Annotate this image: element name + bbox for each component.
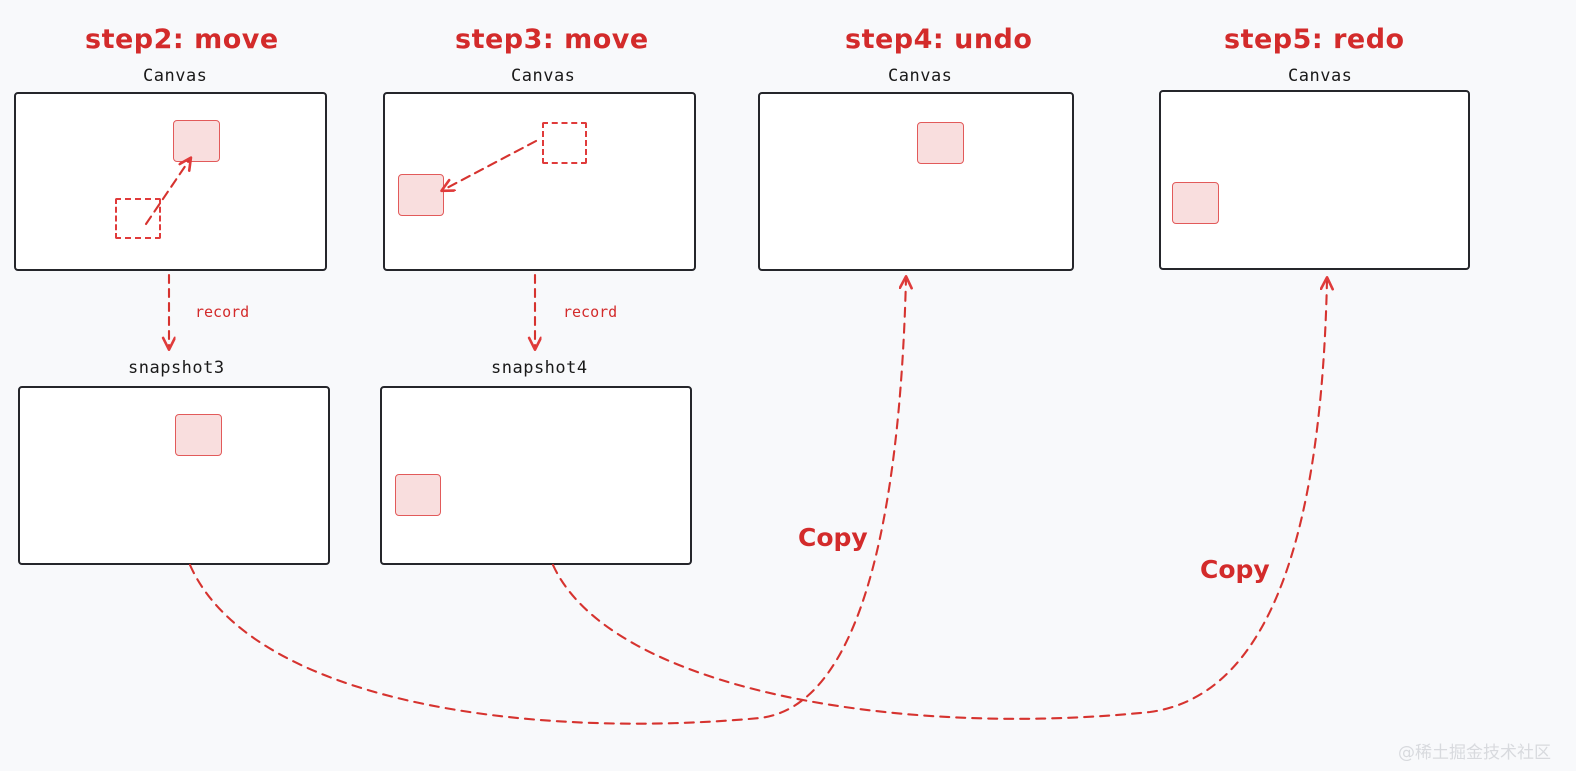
snapshot4-label: snapshot4 <box>491 358 588 378</box>
step4-shape-restored[interactable] <box>917 122 964 164</box>
snapshot3-shape[interactable] <box>175 414 222 456</box>
step2-shape-current[interactable] <box>173 120 220 162</box>
step5-canvas-frame[interactable] <box>1159 90 1470 270</box>
snapshot4-frame[interactable] <box>380 386 692 565</box>
step4-canvas-frame[interactable] <box>758 92 1074 271</box>
step5-title: step5: redo <box>1224 24 1405 55</box>
step2-canvas-label: Canvas <box>143 66 208 86</box>
copy-label-step5: Copy <box>1200 555 1270 584</box>
step2-record-label: record <box>195 303 250 321</box>
step3-shape-current[interactable] <box>398 174 444 216</box>
copy-label-step4: Copy <box>798 523 868 552</box>
step5-shape-restored[interactable] <box>1172 182 1219 224</box>
step3-canvas-frame[interactable] <box>383 92 696 271</box>
step4-title: step4: undo <box>845 24 1033 55</box>
step4-canvas-label: Canvas <box>888 66 953 86</box>
step2-title: step2: move <box>85 24 279 55</box>
step3-title: step3: move <box>455 24 649 55</box>
step3-shape-ghost <box>542 122 587 164</box>
step3-canvas-label: Canvas <box>511 66 576 86</box>
step5-canvas-label: Canvas <box>1288 66 1353 86</box>
step2-canvas-frame[interactable] <box>14 92 327 271</box>
step2-shape-ghost <box>115 198 161 239</box>
snapshot3-frame[interactable] <box>18 386 330 565</box>
snapshot4-shape[interactable] <box>395 474 441 516</box>
snapshot3-label: snapshot3 <box>128 358 225 378</box>
step3-record-label: record <box>563 303 618 321</box>
watermark: @稀土掘金技术社区 <box>1398 743 1551 763</box>
